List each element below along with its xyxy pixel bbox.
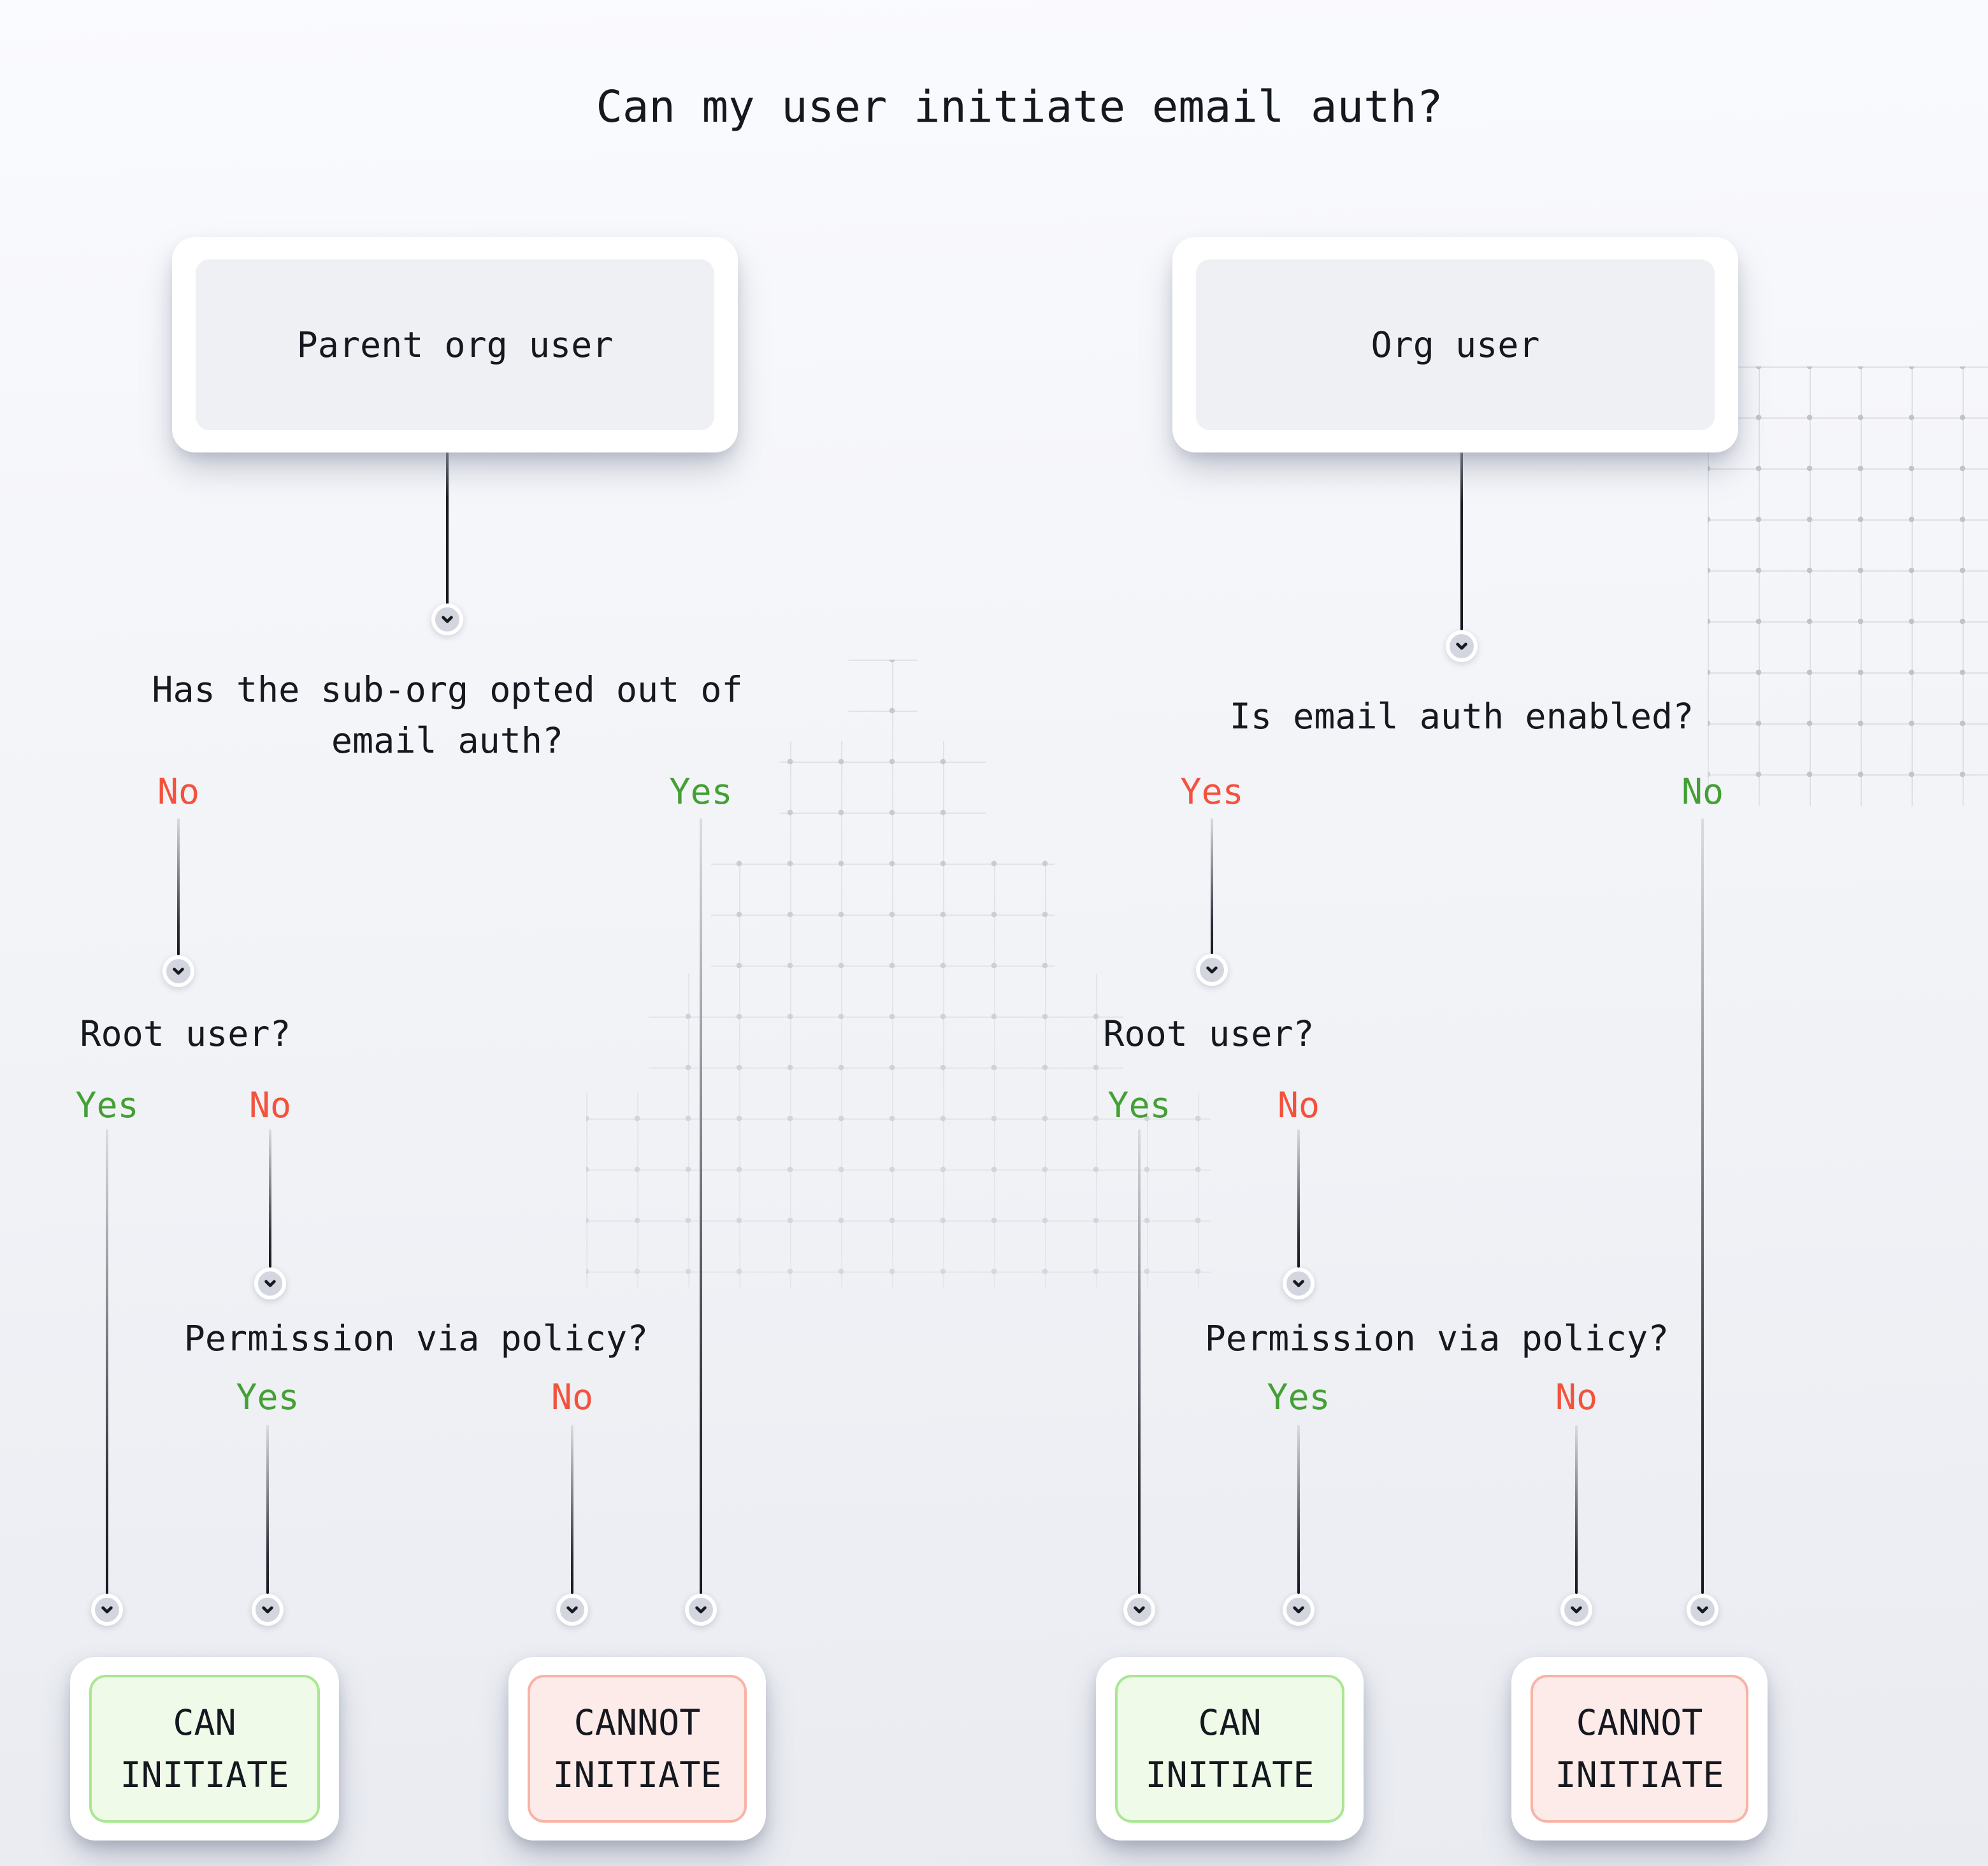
question-permission-policy: Permission via policy?: [1204, 1318, 1669, 1359]
result-label: CAN INITIATE: [1145, 1702, 1315, 1795]
chevron-down-icon: [442, 616, 453, 623]
result-can-initiate-panel: CAN INITIATE: [1115, 1675, 1344, 1823]
connector-marker: [1283, 1268, 1315, 1299]
answer-no: No: [1555, 1377, 1598, 1417]
connector-marker: [431, 604, 463, 635]
connector-marker: [1446, 630, 1478, 662]
node-label: Org user: [1371, 324, 1540, 365]
question-root-user: Root user?: [1103, 1013, 1315, 1054]
connector-marker: [1560, 1594, 1592, 1626]
chevron-down-icon: [173, 967, 184, 975]
question-email-auth-enabled: Is email auth enabled?: [1229, 696, 1694, 737]
chevron-down-icon: [1571, 1606, 1582, 1614]
chevron-down-icon: [1293, 1280, 1304, 1287]
result-cannot-initiate: CANNOT INITIATE: [1511, 1657, 1768, 1841]
flow-line: [1575, 1425, 1578, 1594]
node-parent-org-user-panel: Parent org user: [196, 259, 714, 430]
chevron-down-icon: [262, 1606, 273, 1614]
result-label: CANNOT INITIATE: [552, 1702, 722, 1795]
flow-line: [1460, 452, 1463, 630]
answer-yes: Yes: [236, 1377, 299, 1417]
answer-yes: Yes: [75, 1085, 139, 1125]
flow-line: [446, 452, 449, 604]
node-org-user: Org user: [1172, 237, 1738, 452]
result-label: CAN INITIATE: [120, 1702, 289, 1795]
flow-line: [1701, 818, 1704, 1594]
question-root-user: Root user?: [80, 1013, 291, 1054]
flow-line: [1211, 818, 1213, 954]
flow-line: [106, 1129, 108, 1594]
result-can-initiate-panel: CAN INITIATE: [89, 1675, 320, 1823]
flow-line: [269, 1129, 271, 1268]
flow-line: [1297, 1425, 1300, 1594]
chevron-down-icon: [1456, 642, 1467, 650]
answer-no: No: [551, 1377, 594, 1417]
node-label: Parent org user: [296, 324, 614, 365]
chevron-down-icon: [1697, 1606, 1708, 1614]
connector-marker: [252, 1594, 284, 1626]
flow-line: [177, 818, 180, 955]
flow-line: [700, 818, 702, 1594]
chevron-down-icon: [1134, 1606, 1145, 1614]
flow-line: [571, 1425, 573, 1594]
connector-marker: [254, 1268, 286, 1299]
result-can-initiate: CAN INITIATE: [1096, 1657, 1364, 1841]
chevron-down-icon: [1293, 1606, 1304, 1614]
answer-yes: Yes: [1107, 1085, 1171, 1125]
answer-no: No: [157, 771, 200, 812]
chevron-down-icon: [1206, 966, 1218, 974]
result-can-initiate: CAN INITIATE: [70, 1657, 339, 1841]
connector-marker: [162, 955, 194, 987]
answer-yes: Yes: [1180, 771, 1244, 812]
question-permission-policy: Permission via policy?: [184, 1318, 649, 1359]
answer-no: No: [248, 1085, 292, 1125]
answer-yes: Yes: [1267, 1377, 1330, 1417]
chevron-down-icon: [566, 1606, 578, 1614]
chevron-down-icon: [101, 1606, 113, 1614]
chevron-down-icon: [264, 1280, 276, 1287]
result-cannot-initiate-panel: CANNOT INITIATE: [1531, 1675, 1748, 1823]
connector-marker: [556, 1594, 588, 1626]
question-suborg-opted-out: Has the sub-org opted out of email auth?: [152, 669, 743, 761]
answer-yes: Yes: [669, 771, 733, 812]
flow-line: [1138, 1129, 1141, 1594]
connector-marker: [1687, 1594, 1718, 1626]
connector-marker: [1123, 1594, 1155, 1626]
result-cannot-initiate: CANNOT INITIATE: [508, 1657, 766, 1841]
connector-marker: [685, 1594, 717, 1626]
connector-marker: [1196, 954, 1228, 986]
connector-marker: [91, 1594, 123, 1626]
node-org-user-panel: Org user: [1196, 259, 1715, 430]
answer-no: No: [1277, 1085, 1320, 1125]
result-cannot-initiate-panel: CANNOT INITIATE: [528, 1675, 747, 1823]
connector-marker: [1283, 1594, 1315, 1626]
page-title: Can my user initiate email auth?: [596, 82, 1443, 133]
chevron-down-icon: [695, 1606, 707, 1614]
node-parent-org-user: Parent org user: [172, 237, 738, 452]
answer-no: No: [1681, 771, 1724, 812]
flow-line: [1297, 1129, 1300, 1268]
result-label: CANNOT INITIATE: [1555, 1702, 1724, 1795]
flow-line: [266, 1425, 269, 1594]
